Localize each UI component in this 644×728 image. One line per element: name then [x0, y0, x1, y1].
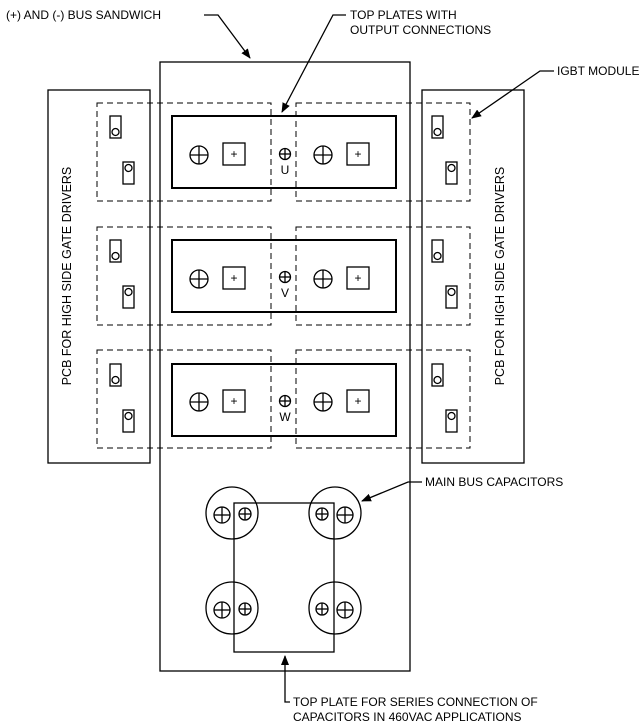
phase-w-top-plate: + W +: [171, 363, 397, 437]
phase-label-u: U: [281, 163, 290, 177]
capacitor: [308, 486, 362, 540]
phase-label-v: V: [281, 286, 289, 300]
capacitor: [308, 581, 362, 635]
label-igbt-module: IGBT MODULE: [557, 64, 639, 78]
terminal-plus: +: [354, 271, 361, 285]
main-bus-capacitors: [205, 486, 362, 635]
terminal-plus: +: [230, 394, 237, 408]
leader-igbt-module: [471, 70, 554, 119]
series-connection-plate: [233, 502, 335, 653]
label-bus-sandwich: (+) AND (-) BUS SANDWICH: [6, 8, 161, 22]
phase-label-w: W: [279, 410, 291, 424]
gate-connector: [109, 363, 122, 387]
pcb-left: [47, 89, 151, 464]
gate-connector: [109, 239, 122, 263]
bolt-icon: [313, 145, 333, 165]
gate-connector: [445, 285, 458, 309]
pcb-right: [421, 89, 525, 464]
gate-connector: [431, 239, 444, 263]
terminal-box: [346, 389, 370, 413]
pcb-right-label: PCB FOR HIGH SIDE GATE DRIVERS: [493, 167, 507, 386]
gate-connector: [122, 409, 135, 433]
label-top-plate-series-2: CAPACITORS IN 460VAC APPLICATIONS: [293, 710, 522, 724]
gate-connectors-left: [109, 115, 135, 433]
leader-bus-sandwich: [204, 14, 251, 59]
igbt-module-outlines: [96, 102, 471, 449]
gate-connector: [431, 115, 444, 139]
label-main-bus-capacitors: MAIN BUS CAPACITORS: [425, 475, 563, 489]
terminal-box: [222, 389, 246, 413]
label-top-plates-1: TOP PLATES WITH: [350, 8, 457, 22]
bolt-icon: [189, 269, 209, 289]
gate-connector: [445, 161, 458, 185]
leader-top-plate-series: [281, 655, 290, 703]
pcb-left-label: PCB FOR HIGH SIDE GATE DRIVERS: [60, 167, 74, 386]
leader-main-bus-capacitors: [361, 481, 422, 502]
gate-connector: [122, 285, 135, 309]
output-stud-icon: [278, 394, 292, 408]
terminal-box: [222, 142, 246, 166]
gate-connectors-right: [431, 115, 458, 433]
bolt-icon: [313, 269, 333, 289]
gate-connector: [122, 161, 135, 185]
gate-connector: [431, 363, 444, 387]
terminal-box: [346, 142, 370, 166]
terminal-box: [346, 266, 370, 290]
phase-u-top-plate: + U +: [171, 115, 397, 189]
terminal-plus: +: [230, 147, 237, 161]
leader-top-plates: [281, 14, 346, 113]
bolt-icon: [189, 145, 209, 165]
label-top-plate-series-1: TOP PLATE FOR SERIES CONNECTION OF: [293, 695, 538, 709]
phase-v-top-plate: + V +: [171, 239, 397, 313]
bolt-icon: [189, 392, 209, 412]
label-top-plates-2: OUTPUT CONNECTIONS: [350, 23, 491, 37]
terminal-plus: +: [354, 147, 361, 161]
bolt-icon: [313, 392, 333, 412]
output-stud-icon: [278, 147, 292, 161]
capacitor: [205, 581, 259, 635]
terminal-plus: +: [230, 271, 237, 285]
gate-connector: [445, 409, 458, 433]
output-stud-icon: [278, 270, 292, 284]
terminal-box: [222, 266, 246, 290]
gate-connector: [109, 115, 122, 139]
terminal-plus: +: [354, 394, 361, 408]
capacitor: [205, 486, 259, 540]
